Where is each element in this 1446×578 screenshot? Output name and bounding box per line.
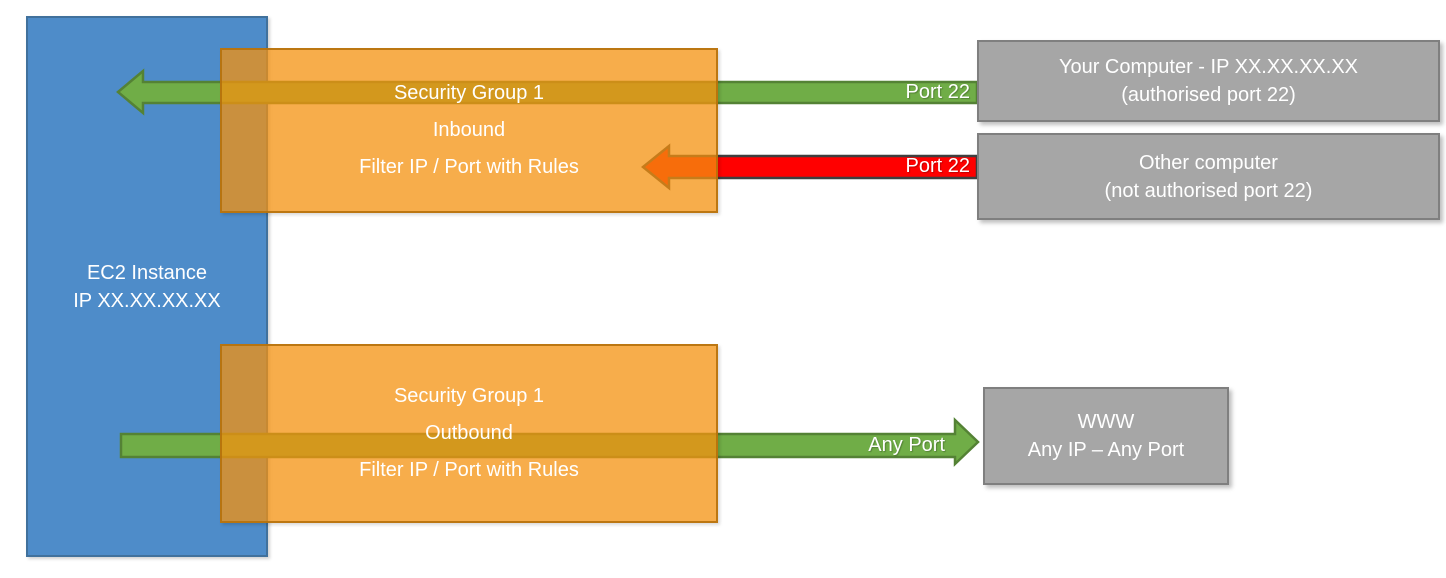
your-computer-note: (authorised port 22) — [1121, 84, 1296, 106]
other-computer-box: Other computer (not authorised port 22) — [977, 133, 1440, 220]
sg-inbound-title: Security Group 1 — [393, 82, 545, 104]
other-computer-label: Other computer — [1139, 151, 1278, 174]
www-box: WWW Any IP – Any Port — [983, 387, 1229, 485]
your-computer-box: Your Computer - IP XX.XX.XX.XX (authoris… — [977, 40, 1440, 122]
outbound-port-label: Any Port — [868, 434, 945, 456]
other-computer-note: (not authorised port 22) — [1104, 179, 1313, 202]
sg-outbound-rule: Filter IP / Port with Rules — [359, 459, 579, 481]
sg-outbound-title: Security Group 1 — [393, 385, 545, 407]
your-computer-label: Your Computer - IP XX.XX.XX.XX — [1058, 56, 1359, 78]
inbound-allowed-port-label: Port 22 — [905, 81, 970, 103]
sg-outbound-direction: Outbound — [425, 422, 513, 444]
sg-inbound-direction: Inbound — [432, 119, 506, 141]
www-label: WWW — [1077, 411, 1135, 433]
www-note: Any IP – Any Port — [1027, 439, 1185, 461]
sg-inbound-rule: Filter IP / Port with Rules — [359, 156, 579, 178]
security-group-inbound-box: Security Group 1 Inbound Filter IP / Por… — [220, 48, 718, 213]
security-group-outbound-box: Security Group 1 Outbound Filter IP / Po… — [220, 344, 718, 523]
ec2-instance-ip: IP XX.XX.XX.XX — [73, 289, 221, 312]
inbound-blocked-port-label: Port 22 — [905, 155, 970, 177]
ec2-instance-label: EC2 Instance — [86, 261, 208, 284]
